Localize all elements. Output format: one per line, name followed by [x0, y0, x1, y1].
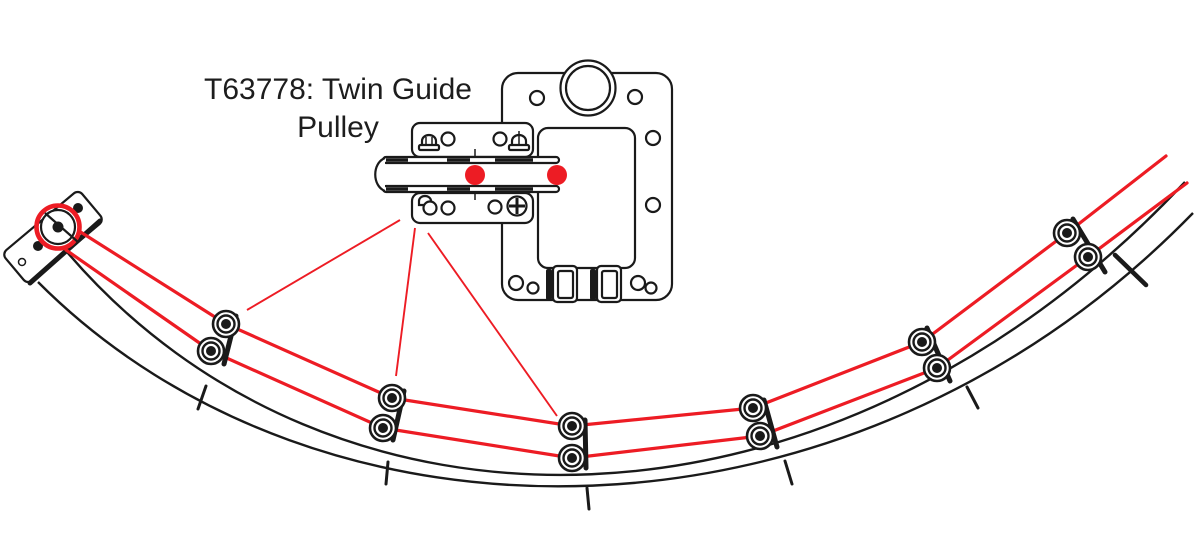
rail-outer-arc [37, 212, 1194, 488]
big-tick-mark [1112, 252, 1149, 288]
pulley-pairs [196, 216, 1108, 473]
mounting-plate-drawing [500, 59, 674, 304]
plate-hole [526, 281, 540, 295]
cable-cross-section-dot [465, 165, 485, 185]
leader-line [427, 232, 558, 417]
pulley-pair [557, 411, 589, 473]
cable-lower [64, 181, 1189, 460]
pulley-axle [206, 346, 216, 356]
leader-lines [246, 219, 558, 417]
pulley-axle [387, 393, 397, 403]
plate-hole [644, 281, 658, 295]
plate-hole [626, 88, 644, 106]
plate-hole [644, 129, 662, 147]
tick-mark [196, 384, 208, 411]
bolt-base [507, 143, 531, 152]
pulley-axle [748, 403, 758, 413]
cable-wrap-ring [34, 203, 82, 251]
plate-hole [629, 274, 647, 292]
tick-mark [585, 486, 591, 511]
pulley-axle [1083, 252, 1093, 262]
pulley-pair [738, 393, 780, 451]
anchor-bolt [33, 241, 43, 251]
pulley-axle [917, 337, 927, 347]
pulley-pair [196, 309, 241, 367]
pulley-axle [1062, 228, 1072, 238]
plate-inner-window [536, 126, 637, 270]
plate-slot-inner [600, 269, 619, 300]
anchor-bolt [73, 203, 83, 213]
pulley-axle [221, 319, 231, 329]
part-title-line1: T63778: Twin Guide [204, 73, 472, 106]
anchor-bracket-drawing [3, 190, 103, 286]
tick-mark [384, 460, 390, 486]
twin-pulley-detail-drawing [374, 121, 567, 225]
rail-track [37, 181, 1194, 488]
tick-marks [196, 252, 1149, 511]
pulley-axle [378, 423, 388, 433]
bracket-hole [440, 131, 456, 147]
part-title-line2: Pulley [297, 111, 379, 144]
bracket-hole [440, 200, 456, 216]
pulley-axle [932, 363, 942, 373]
cables [64, 154, 1189, 460]
plate-top-ring-inner [564, 64, 612, 112]
plate-hole [528, 89, 546, 107]
rail-inner-arc [66, 181, 1186, 477]
plate-slot-tab [546, 269, 552, 300]
plate-hole [644, 196, 662, 214]
plate-slot-tab [590, 269, 596, 300]
cable-cross-section-dot [547, 165, 567, 185]
plate-hole [507, 274, 525, 292]
pulley-pair [1052, 216, 1108, 275]
pulley-axle [567, 453, 577, 463]
anchor-hole [17, 257, 27, 267]
bracket-hole [492, 131, 508, 147]
leader-line [246, 219, 401, 311]
pulley-pair [907, 325, 953, 384]
anchor-bracket-edge [27, 218, 103, 286]
tick-mark [783, 459, 794, 486]
end-pulley-axle [52, 221, 64, 233]
bolt-base [417, 143, 441, 152]
pulley-axle [567, 421, 577, 431]
tick-mark [965, 385, 980, 410]
spool-left-cap [374, 156, 386, 193]
bracket-hole [422, 200, 438, 216]
pulley-pair [368, 383, 407, 443]
cable-cross-section-dots [465, 165, 567, 185]
leader-line [395, 227, 416, 377]
bracket-hole [487, 199, 503, 215]
cable-upper [77, 154, 1168, 428]
flange-hatching [386, 158, 533, 191]
plate-slot-inner [556, 269, 575, 300]
pulley-axle [755, 431, 765, 441]
